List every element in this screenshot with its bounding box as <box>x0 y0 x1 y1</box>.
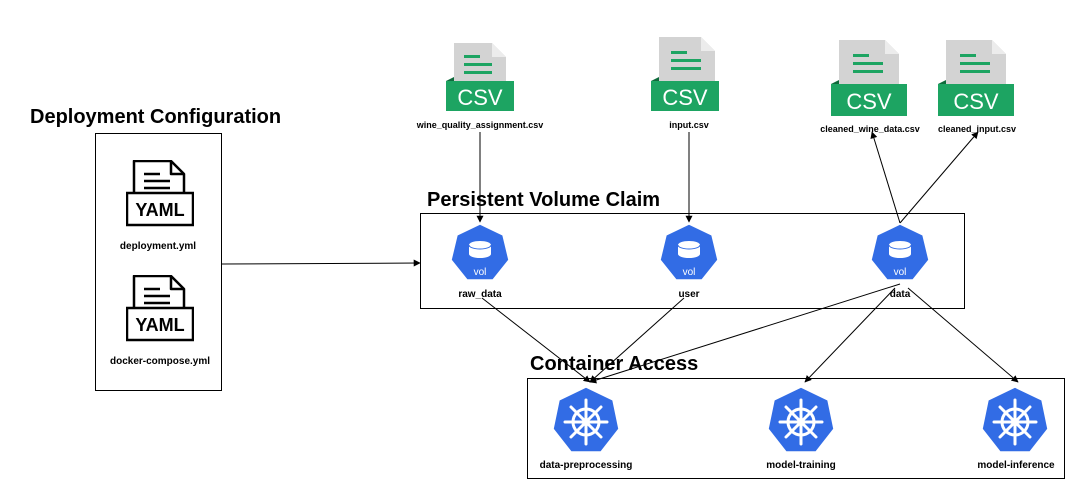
yaml-badge: YAML <box>135 315 184 335</box>
cleaned-input-csv-label: cleaned_input.csv <box>937 124 1017 134</box>
input-csv-label: input.csv <box>669 120 709 130</box>
container-access-box <box>527 378 1065 479</box>
yaml-badge: YAML <box>135 200 184 220</box>
arrow-data-to-cleaned-wine <box>870 131 901 224</box>
pvc-title: Persistent Volume Claim <box>427 189 661 211</box>
raw-data-volume-label: raw_data <box>458 289 502 300</box>
arrow-data-to-cleaned-input <box>899 131 979 224</box>
kubernetes-helm-wheel-icon <box>766 386 836 459</box>
kubernetes-volume-icon: vol <box>870 223 930 290</box>
vol-text: vol <box>683 267 696 278</box>
data-preprocessing-label: data-preprocessing <box>539 460 633 471</box>
arrow-data-to-preprocessing <box>589 283 901 384</box>
arrow-user-to-preprocessing <box>589 297 685 383</box>
deployment-yml-label: deployment.yml <box>119 241 197 252</box>
cleaned-wine-csv-label: cleaned_wine_data.csv <box>820 124 920 134</box>
kubernetes-volume-icon: vol <box>659 223 719 290</box>
arrow-data-to-inference <box>907 287 1019 383</box>
model-training-label: model-training <box>766 460 836 471</box>
data-volume-label: data <box>889 289 911 300</box>
csv-badge: CSV <box>846 89 892 114</box>
user-volume-label: user <box>678 289 700 300</box>
kubernetes-volume-icon: vol <box>450 223 510 290</box>
vol-text: vol <box>894 267 907 278</box>
arrow-raw-data-to-preprocessing <box>481 297 591 383</box>
csv-file-icon: CSV <box>446 43 514 120</box>
model-inference-label: model-inference <box>977 460 1055 471</box>
csv-badge: CSV <box>953 89 999 114</box>
arrow-deployment-to-pvc <box>221 259 421 267</box>
yaml-file-icon: YAML <box>125 159 195 239</box>
arrow-data-to-training <box>804 287 896 383</box>
deployment-config-title: Deployment Configuration <box>30 106 282 128</box>
vol-text: vol <box>474 267 487 278</box>
csv-file-icon: CSV <box>938 40 1014 123</box>
csv-badge: CSV <box>457 85 503 110</box>
kubernetes-helm-wheel-icon <box>980 386 1050 459</box>
wine-quality-csv-label: wine_quality_assignment.csv <box>416 120 544 130</box>
yaml-file-icon: YAML <box>125 274 195 354</box>
csv-file-icon: CSV <box>831 40 907 123</box>
kubernetes-helm-wheel-icon <box>551 386 621 459</box>
pvc-box <box>420 213 965 309</box>
csv-file-icon: CSV <box>651 37 719 120</box>
csv-badge: CSV <box>662 85 708 110</box>
container-access-title: Container Access <box>530 353 699 375</box>
deployment-config-box <box>95 133 222 391</box>
docker-compose-yml-label: docker-compose.yml <box>109 356 211 367</box>
